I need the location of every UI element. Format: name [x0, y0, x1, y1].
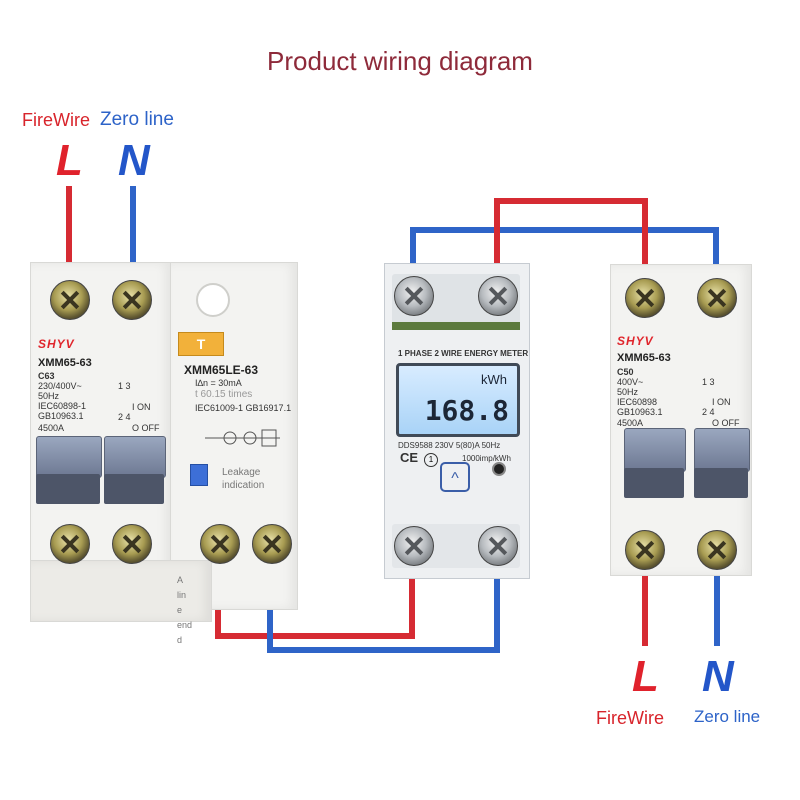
breaker-freq: 50Hz — [617, 387, 639, 397]
input-live-letter: L — [56, 136, 83, 185]
output-neutral-label: Zero line — [694, 707, 761, 726]
screw-icon — [50, 280, 90, 320]
rcd-times: t 60.15 times — [195, 389, 253, 400]
breaker-on: I ON — [132, 402, 151, 412]
leakage-label-2: indication — [222, 480, 265, 491]
screw-icon — [625, 530, 665, 570]
output-neutral-letter: N — [702, 652, 734, 701]
side-label-2: lin — [177, 590, 187, 600]
breaker-handle-base — [624, 468, 684, 498]
class-mark-icon: 1 — [424, 453, 438, 467]
output-live-letter: L — [632, 652, 659, 701]
meter-imp: 1000imp/kWh — [462, 454, 511, 463]
screw-icon — [252, 524, 292, 564]
breaker-handle[interactable] — [104, 436, 166, 478]
meter-lcd: kWh 168.8 — [396, 363, 520, 437]
breaker-model: XMM65-63 — [617, 352, 671, 364]
leakage-indicator — [190, 464, 208, 486]
breaker-std1: IEC60898-1 — [38, 401, 87, 411]
breaker-freq: 50Hz — [38, 391, 60, 401]
screw-icon — [112, 524, 152, 564]
breaker-poles: 1 3 — [118, 381, 131, 391]
rcd-lower-housing — [30, 560, 212, 622]
screw-icon — [478, 526, 518, 566]
breaker-handle[interactable] — [624, 428, 686, 472]
side-label-3: e — [177, 605, 183, 615]
leakage-label-1: Leakage — [222, 467, 261, 478]
breaker-voltage: 230/400V~ — [38, 381, 82, 391]
breaker-handle[interactable] — [36, 436, 102, 478]
right-breaker — [610, 264, 752, 576]
screw-icon — [394, 276, 434, 316]
breaker-voltage: 400V~ — [617, 377, 644, 387]
test-button-hole — [196, 283, 230, 317]
brand-logo-icon: ^ — [440, 462, 470, 492]
screw-icon — [625, 278, 665, 318]
breaker-handle-base — [694, 468, 748, 498]
breaker-on: I ON — [712, 397, 731, 407]
breaker-capacity: 4500A — [38, 423, 65, 433]
breaker-rating: C50 — [617, 367, 634, 377]
screw-icon — [394, 526, 434, 566]
page-title: Product wiring diagram — [267, 46, 533, 76]
breaker-off: O OFF — [712, 418, 740, 428]
ce-mark-icon: CE — [400, 450, 419, 465]
screw-icon — [697, 278, 737, 318]
side-label-5: d — [177, 635, 183, 645]
meter-pcb-strip — [392, 322, 520, 330]
output-live-label: FireWire — [596, 708, 664, 728]
breaker-rating: C63 — [38, 371, 55, 381]
rcd-circuit-icon — [205, 429, 280, 447]
brand-logo: SHYV — [617, 334, 654, 348]
screw-icon — [112, 280, 152, 320]
meter-value: 168.8 — [424, 394, 509, 427]
rcd-trip: I∆n = 30mA — [195, 378, 242, 388]
breaker-handle-base — [36, 474, 100, 504]
screw-icon — [697, 530, 737, 570]
meter-spec: DDS9588 230V 5(80)A 50Hz — [398, 441, 501, 450]
breaker-poles: 1 3 — [702, 377, 715, 387]
screw-icon — [478, 276, 518, 316]
breaker-std2: GB10963.1 — [617, 407, 663, 417]
breaker-handle[interactable] — [694, 428, 750, 472]
rcd-std: IEC61009-1 GB16917.1 — [195, 403, 292, 413]
breaker-handle-base — [104, 474, 164, 504]
breaker-model: XMM65-63 — [38, 357, 92, 369]
screw-icon — [200, 524, 240, 564]
breaker-std2: GB10963.1 — [38, 411, 84, 421]
breaker-off: O OFF — [132, 423, 160, 433]
breaker-poles2: 2 4 — [118, 412, 131, 422]
rcd-model: XMM65LE-63 — [184, 363, 259, 377]
meter-header: 1 PHASE 2 WIRE ENERGY METER — [398, 349, 529, 358]
breaker-poles2: 2 4 — [702, 407, 715, 417]
rcd-test-tab[interactable]: T — [178, 332, 224, 356]
screw-icon — [50, 524, 90, 564]
meter-unit: kWh — [481, 372, 507, 387]
meter-neutral-to-breaker-wire — [410, 227, 719, 272]
side-label-4: end — [177, 620, 193, 630]
meter-live-to-breaker-wire — [494, 198, 648, 272]
input-live-label: FireWire — [22, 110, 90, 130]
input-neutral-letter: N — [118, 136, 150, 185]
side-label-1: A — [177, 575, 184, 585]
breaker-capacity: 4500A — [617, 418, 644, 428]
input-neutral-label: Zero line — [100, 109, 174, 130]
brand-logo: SHYV — [38, 337, 75, 351]
breaker-std1: IEC60898 — [617, 397, 658, 407]
pulse-led-icon — [492, 462, 506, 476]
rcd-test-tab-label: T — [196, 336, 206, 352]
